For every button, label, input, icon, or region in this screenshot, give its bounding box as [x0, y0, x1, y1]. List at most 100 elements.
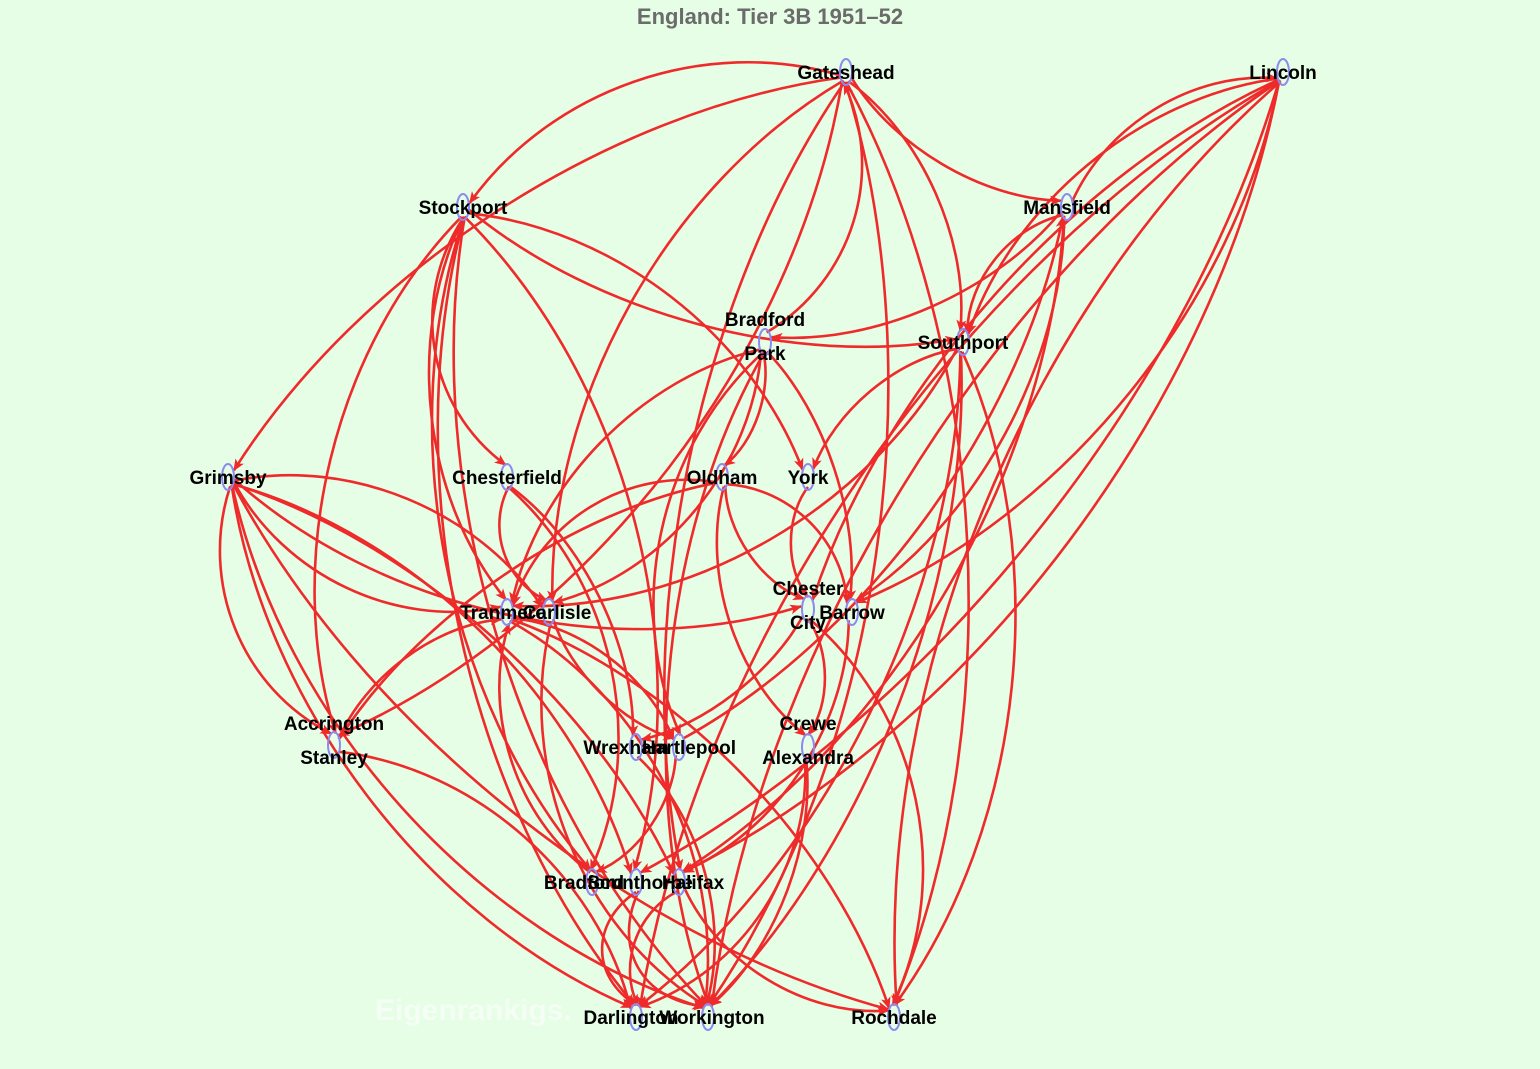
node-label-chester-city: City	[790, 613, 826, 634]
edge-chester-city-to-wrexham	[640, 614, 805, 743]
edge-lincoln-to-workington	[708, 79, 1281, 1008]
node-label-halifax: Halifax	[662, 873, 725, 894]
edge-stockport-to-darlington	[436, 216, 636, 1007]
node-marker-bradford-city	[585, 868, 599, 896]
node-lincoln[interactable]: Lincoln	[1249, 58, 1317, 86]
edge-bradford-park-to-carlisle	[552, 349, 763, 605]
edge-stockport-to-scunthorpe	[463, 215, 660, 872]
node-label-hartlepool: Hartlepool	[642, 738, 736, 759]
edge-crewe-to-darlington	[638, 755, 807, 1009]
node-chesterfield[interactable]: Chesterfield	[452, 463, 562, 491]
node-halifax[interactable]: Halifax	[662, 868, 725, 896]
node-rochdale[interactable]: Rochdale	[851, 1003, 937, 1031]
edge-hartlepool-to-mansfield	[681, 215, 1066, 741]
edge-layer	[218, 60, 1282, 1017]
node-label-darlington: Darlington	[584, 1008, 679, 1029]
edge-bradford-park-to-workington	[664, 351, 766, 1006]
watermark: Eigenrankigs.	[375, 994, 572, 1027]
node-label-chesterfield: Chesterfield	[452, 468, 562, 489]
edge-stockport-to-tranmere	[427, 216, 508, 601]
node-carlisle[interactable]: Carlisle	[523, 598, 592, 626]
node-scunthorpe[interactable]: Scunthorpe	[587, 868, 693, 896]
node-marker-hartlepool	[672, 733, 686, 761]
node-marker-york	[801, 463, 815, 491]
node-stockport[interactable]: Stockport	[419, 193, 508, 221]
edge-oldham-to-barrow	[726, 482, 852, 605]
node-wrexham[interactable]: Wrexham	[583, 733, 669, 761]
edge-oldham-to-crewe	[715, 486, 807, 737]
node-marker-gateshead	[839, 58, 853, 86]
node-marker-southport	[956, 328, 970, 356]
node-barrow[interactable]: Barrow	[819, 598, 885, 626]
node-label-workington: Workington	[659, 1008, 764, 1029]
edge-lincoln-to-southport	[967, 77, 1279, 336]
edge-mansfield-to-southport	[962, 213, 1064, 334]
edge-southport-to-darlington	[638, 350, 962, 1008]
node-label-grimsby: Grimsby	[189, 468, 267, 489]
edge-bradford-park-to-hartlepool	[652, 350, 765, 737]
node-label-mansfield: Mansfield	[1023, 198, 1111, 219]
edge-oldham-to-chester-city	[723, 485, 806, 601]
node-york[interactable]: York	[788, 463, 829, 491]
node-bradford-city[interactable]: Bradford	[544, 868, 624, 896]
edge-bradford-city-to-tranmere	[498, 622, 591, 874]
node-marker-lincoln	[1276, 58, 1290, 86]
node-label-bradford-park: Bradford	[725, 310, 805, 331]
edge-gateshead-to-mansfield	[850, 76, 1063, 206]
edge-chester-city-to-rochdale	[808, 617, 925, 1007]
node-mansfield[interactable]: Mansfield	[1023, 193, 1111, 221]
node-marker-tranmere	[500, 598, 514, 626]
node-marker-accrington	[327, 731, 341, 759]
edge-lincoln-to-scunthorpe	[639, 79, 1281, 874]
node-marker-wrexham	[629, 733, 643, 761]
edge-stockport-to-chesterfield	[431, 216, 507, 467]
node-workington[interactable]: Workington	[659, 1003, 765, 1031]
node-grimsby[interactable]: Grimsby	[189, 463, 267, 491]
edge-bradford-park-to-tranmere	[509, 347, 762, 605]
node-label-crewe: Alexandra	[762, 748, 854, 769]
node-label-accrington: Stanley	[300, 748, 368, 769]
node-label-gateshead: Gateshead	[797, 63, 894, 84]
node-label-wrexham: Wrexham	[583, 738, 668, 759]
edge-oldham-to-tranmere	[511, 478, 718, 607]
node-label-tranmere: Tranmere	[460, 603, 546, 624]
edge-gateshead-to-southport	[847, 80, 967, 332]
node-oldham[interactable]: Oldham	[687, 463, 758, 491]
edge-chesterfield-to-bradford-city	[507, 485, 620, 872]
edge-mansfield-to-bradford-park	[770, 210, 1063, 343]
edge-southport-to-york	[812, 347, 959, 471]
node-tranmere[interactable]: Tranmere	[460, 598, 546, 626]
node-label-accrington: Accrington	[284, 714, 384, 735]
node-label-lincoln: Lincoln	[1249, 63, 1317, 84]
edge-tranmere-to-rochdale	[510, 618, 891, 1010]
edge-accrington-to-tranmere	[337, 615, 503, 740]
edge-lincoln-to-darlington	[636, 79, 1281, 1009]
node-gateshead[interactable]: Gateshead	[797, 58, 895, 86]
node-label-rochdale: Rochdale	[851, 1008, 937, 1029]
edge-gateshead-to-grimsby	[232, 76, 842, 472]
edge-gateshead-to-accrington	[337, 79, 844, 737]
edge-scunthorpe-to-workington	[627, 890, 706, 1011]
node-label-barrow: Barrow	[819, 603, 885, 624]
edge-lincoln-to-rochdale	[890, 80, 1282, 1007]
node-southport[interactable]: Southport	[918, 328, 1009, 356]
edge-grimsby-to-workington	[230, 484, 705, 1010]
node-darlington[interactable]: Darlington	[584, 1003, 679, 1031]
node-label-oldham: Oldham	[687, 468, 758, 489]
edge-grimsby-to-rochdale	[231, 482, 890, 1012]
edge-mansfield-to-lincoln	[1070, 72, 1279, 203]
node-hartlepool[interactable]: Hartlepool	[642, 733, 736, 761]
edge-halifax-to-darlington	[628, 890, 678, 1007]
node-marker-stockport	[456, 193, 470, 221]
edge-bradford-park-to-oldham	[723, 351, 767, 467]
edge-grimsby-to-darlington	[230, 484, 633, 1009]
node-marker-scunthorpe	[629, 868, 643, 896]
edge-stockport-to-bradford-city	[430, 216, 592, 872]
edge-scunthorpe-to-darlington	[601, 890, 637, 1007]
edge-york-to-chester-city	[789, 486, 810, 598]
node-label-stockport: Stockport	[419, 198, 508, 219]
